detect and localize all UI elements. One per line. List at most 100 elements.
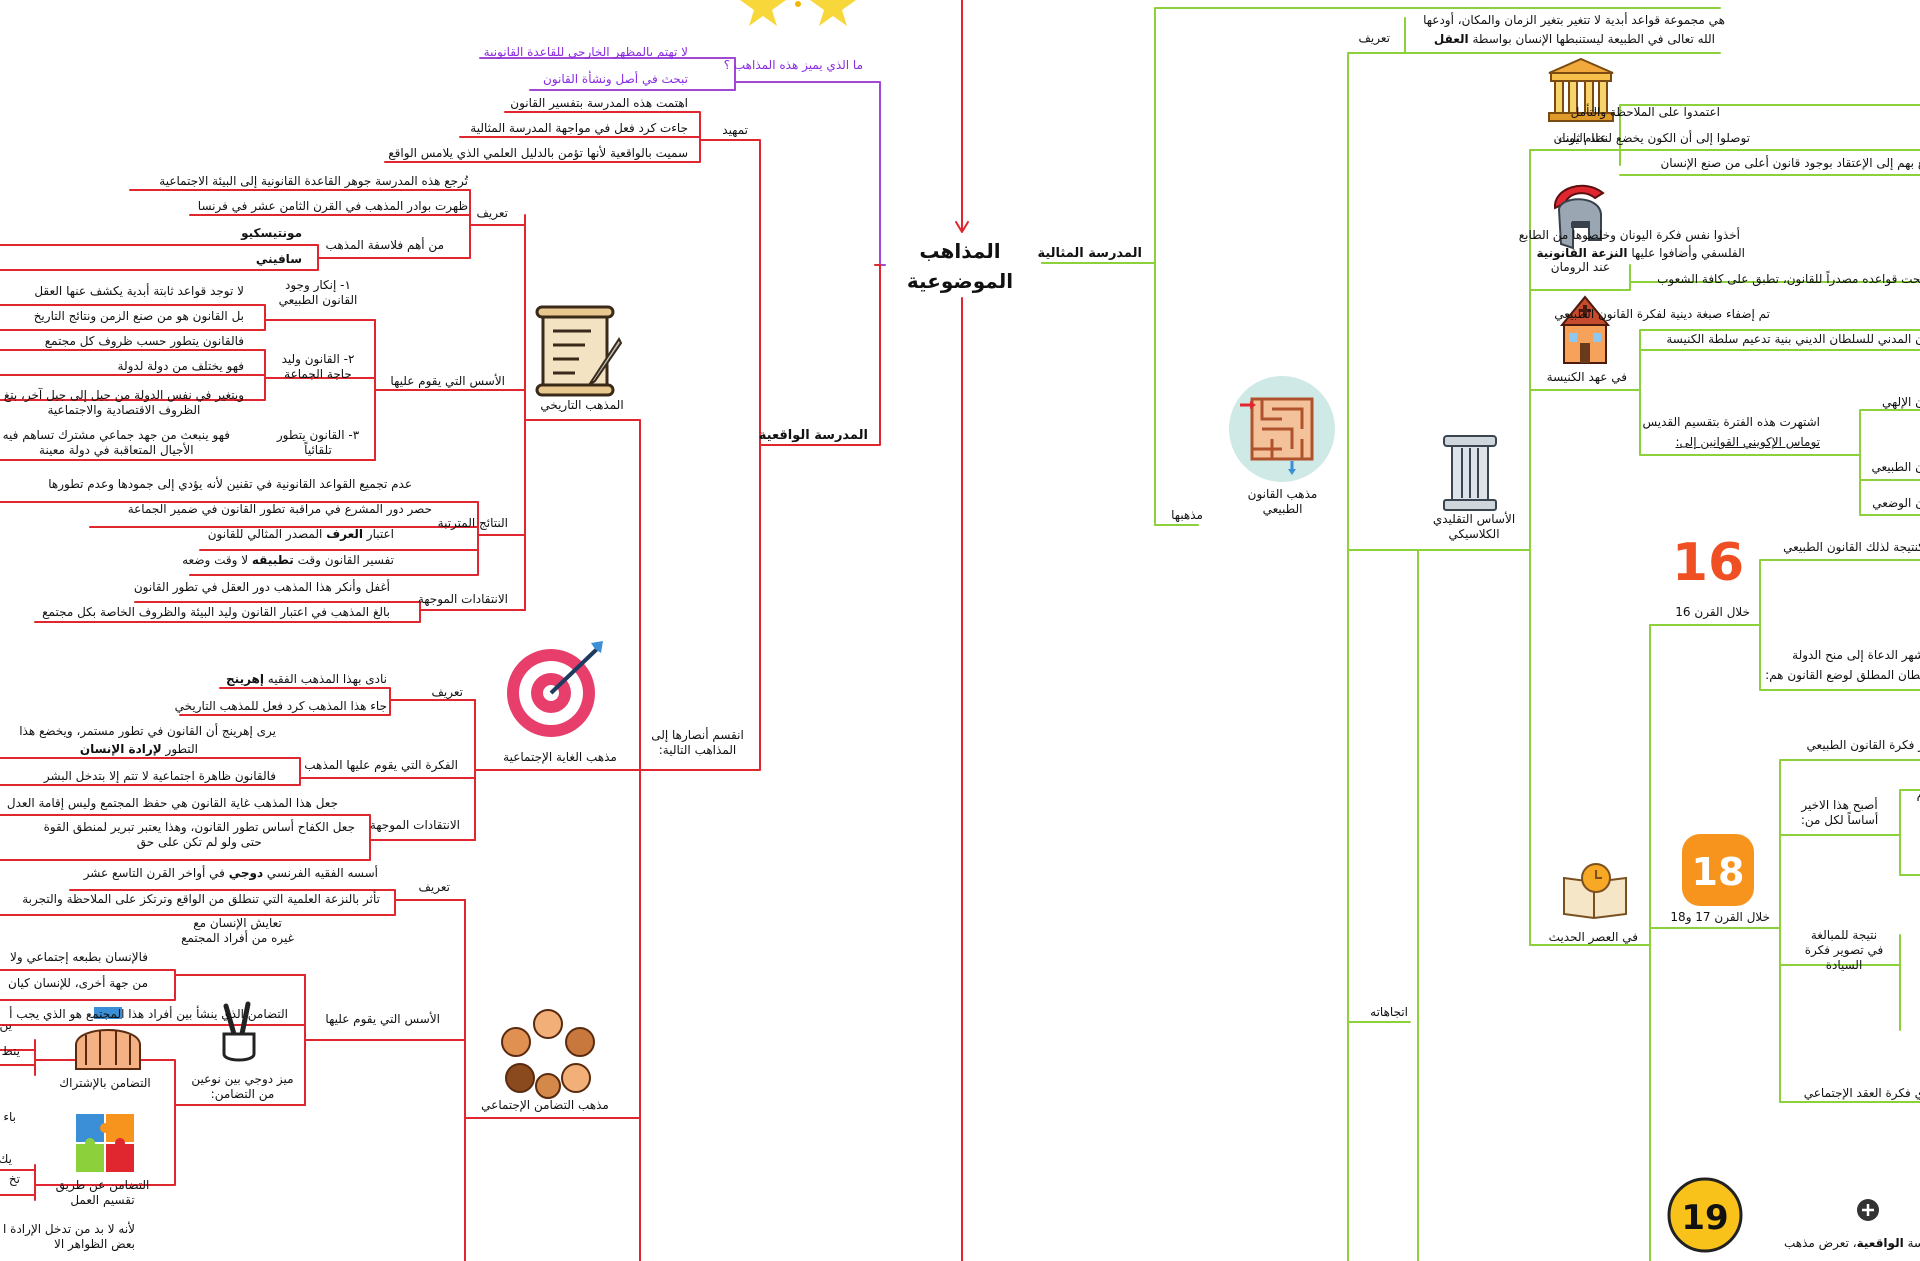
h-results[interactable]: النتائج المترتبة: [437, 516, 508, 530]
roman-helmet-icon: [1553, 184, 1605, 250]
node-historical[interactable]: المذهب التاريخي: [540, 398, 624, 412]
number-16-icon: 16: [1672, 533, 1744, 590]
church-1: تم إضفاء صبغة دينية لفكرة القانون الطبيع…: [1554, 307, 1770, 321]
church-4: توماس الإكويني القوانين إلى:: [1675, 435, 1821, 449]
stars-icon: [740, 0, 856, 26]
n18-label: 18: [1692, 850, 1745, 894]
main-title-line2: الموضوعية: [906, 269, 1014, 293]
link-sb1: [0, 969, 306, 1001]
greek-temple-icon: [1548, 57, 1614, 122]
c18-m: م: [1917, 787, 1920, 802]
sg-1: نادى بهذا المذهب الفقيه إهرينج: [226, 672, 387, 686]
crit-2: بالغ المذهب في اعتبار القانون وليد البيئ…: [42, 605, 390, 619]
church-divine: ن الإلهي: [1882, 395, 1920, 409]
sg-idea[interactable]: الفكرة التي يقوم عليها المذهب: [304, 758, 458, 772]
church-icon: [1559, 295, 1611, 364]
link-sg-crit: [0, 814, 476, 861]
sg-2: جاء هذا المذهب كرد فعل للمذهب التاريخي: [174, 699, 387, 713]
main-title: المذاهب الموضوعية: [905, 236, 1015, 296]
node-c16[interactable]: خلال القرن 16: [1675, 605, 1750, 619]
crit-1: أغفل وأنكر هذا المذهب دور العقل في تطور …: [133, 580, 390, 594]
node-definition[interactable]: تعريف: [1358, 31, 1390, 45]
c16-b1: شهر الدعاة إلى منح الدولة: [1792, 648, 1920, 662]
h-crit[interactable]: الانتقادات الموجهة: [417, 592, 508, 606]
h-def[interactable]: تعريف: [476, 206, 508, 220]
labor-c: تخ: [8, 1172, 20, 1186]
intro-2: جاءت كرد فعل في مواجهة المدرسة المثالية: [470, 121, 688, 135]
link-h-bases: [374, 319, 526, 461]
link-modern: [1529, 624, 1651, 1261]
link-question-items: [479, 57, 736, 91]
link-social-goal: [474, 699, 641, 841]
node-church[interactable]: في عهد الكنيسة: [1546, 370, 1627, 384]
h-bases[interactable]: الأسس التي يقوم عليها: [390, 374, 505, 388]
sg-def[interactable]: تعريف: [431, 685, 463, 699]
node-social-goal[interactable]: مذهب الغاية الإجتماعية: [503, 750, 617, 764]
clock-book-icon: [1563, 863, 1627, 920]
node-question[interactable]: ما الذي يميز هذه المذاهب ؟: [723, 58, 863, 72]
node-greeks[interactable]: عند اليونان: [1553, 131, 1607, 145]
shared-b: يتط: [1, 1044, 20, 1058]
number-19-icon: 19: [1667, 1177, 1743, 1253]
column-icon: [1443, 435, 1497, 511]
philosopher-2: سافيني: [255, 252, 302, 266]
link-sb3: [34, 1059, 306, 1186]
sg-idea-3: فالقانون ظاهرة اجتماعية لا تتم إلا بتدخل…: [43, 769, 276, 783]
link-definition: [1347, 52, 1406, 526]
link-shared: [0, 1039, 36, 1076]
hands-stack-icon: [75, 1007, 141, 1070]
h-def-1: تُرجع هذه المدرسة جوهر القاعدة القانونية…: [159, 174, 468, 188]
def-line2: الله تعالى في الطبيعة ليستنبطها الإنسان …: [1433, 32, 1715, 46]
church-3: اشتهرت هذه الفترة بتقسيم القديس: [1642, 415, 1820, 429]
sg-crit[interactable]: الانتقادات الموجهة: [369, 818, 460, 832]
labor-a: باء: [3, 1110, 16, 1124]
node-modern[interactable]: في العصر الحديث: [1548, 930, 1638, 944]
link-h-results: [0, 501, 526, 576]
plus-circle-icon[interactable]: [1856, 1198, 1880, 1222]
node-c1718[interactable]: خلال القرن 17 و18: [1670, 910, 1770, 924]
link-intro: [384, 111, 761, 446]
node-intro[interactable]: تمهيد: [722, 123, 748, 137]
bottom-realism-note: سة الواقعية، تعرض مذهب: [1784, 1236, 1920, 1250]
target-icon: [507, 641, 603, 737]
link-b2: [0, 349, 376, 401]
link-solidarity: [464, 899, 641, 1261]
link-b1: [0, 304, 376, 331]
link-greeks: [1529, 104, 1920, 176]
node-trends[interactable]: اتجاهاته: [1370, 1005, 1408, 1019]
so-1: أسسه الفقيه الفرنسي دوجي في أواخر القرن …: [83, 866, 378, 880]
node-realism[interactable]: المدرسة الواقعية: [758, 428, 868, 443]
link-followers: [639, 444, 761, 771]
node-idealism[interactable]: المدرسة المثالية: [1037, 246, 1142, 261]
sb-1b: من جهة أخرى، للإنسان كيان: [8, 976, 148, 990]
node-shared[interactable]: التضامن بالإشتراك: [59, 1076, 151, 1090]
node-doctrines[interactable]: مذهبها: [1171, 508, 1203, 522]
link-c18-b: [1779, 789, 1920, 876]
shared-a: ين: [0, 1018, 12, 1032]
sg-idea-1: يرى إهرينج أن القانون في تطور مستمر، ويخ…: [19, 724, 276, 738]
question-1: لا تهتم بالمظهر الخارجي للقاعدة القانوني…: [483, 45, 688, 59]
so-def[interactable]: تعريف: [418, 880, 450, 894]
romans-1: أخذوا نفس فكرة اليونان وخلصوها من الطابع: [1518, 228, 1740, 242]
node-solidarity[interactable]: مذهب التضامن الإجتماعي: [481, 1098, 609, 1112]
philosopher-1: مونتيسكيو: [241, 226, 302, 240]
romans-2: الفلسفي وأضافوا عليها النزعة القانونية: [1536, 246, 1745, 260]
link-romans: [1529, 264, 1920, 291]
so-bases[interactable]: الأسس التي يقوم عليها: [325, 1012, 440, 1026]
node-romans[interactable]: عند الرومان: [1550, 260, 1610, 274]
c18-a: ر فكرة القانون الطبيعي: [1806, 738, 1920, 752]
number-18-icon: 18: [1682, 834, 1754, 906]
romans-3: بحت قواعده مصدراً للقانون، تطبق على كافة…: [1657, 272, 1920, 286]
greeks-2: توصلوا إلى أن الكون يخضع لنظام ثابت: [1557, 131, 1750, 145]
